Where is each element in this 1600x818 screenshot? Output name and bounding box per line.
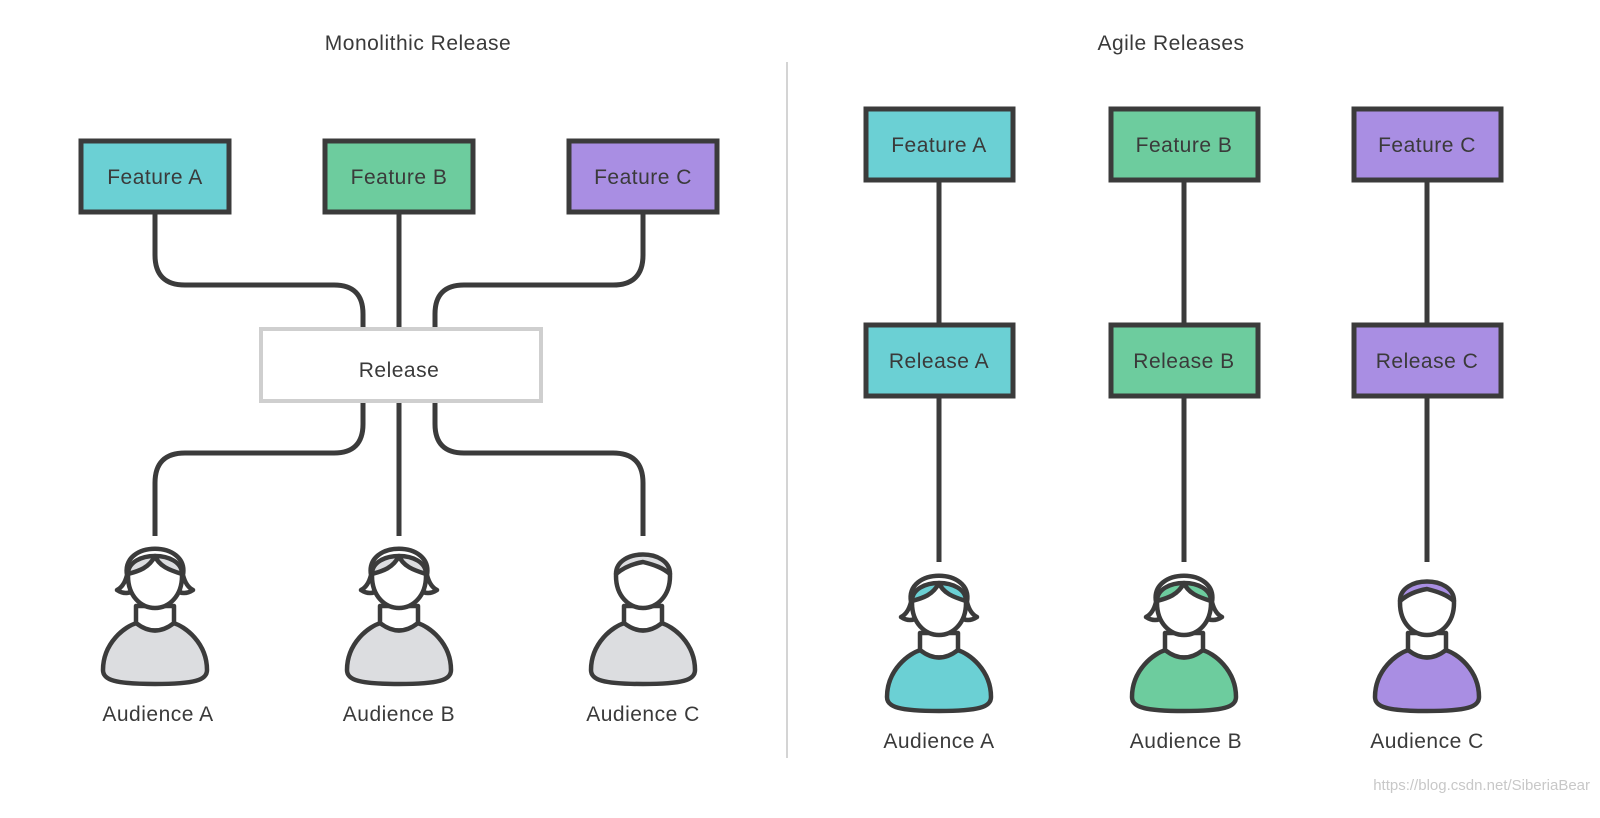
- mono-feature-a-box: Feature A: [78, 138, 232, 215]
- agile-audience-a-label: Audience A: [883, 730, 994, 753]
- person-male-icon: [591, 555, 695, 685]
- wire-release-audience-c: [432, 402, 646, 536]
- agile-feature-c-label: Feature C: [1378, 134, 1476, 157]
- agile-release-a-box: Release A: [863, 322, 1016, 399]
- agile-release-b-box: Release B: [1108, 322, 1261, 399]
- agile-release-c-label: Release C: [1376, 350, 1479, 373]
- mono-release-box: Release: [259, 327, 543, 403]
- agile-release-c-box: Release C: [1351, 322, 1504, 399]
- agile-feature-a-label: Feature A: [891, 134, 987, 157]
- wire-feature-c-release: [432, 212, 646, 329]
- mono-feature-b-box: Feature B: [322, 138, 476, 215]
- agile-title: Agile Releases: [1097, 32, 1244, 55]
- agile-feature-b-label: Feature B: [1136, 134, 1233, 157]
- mono-feature-c-box: Feature C: [566, 138, 720, 215]
- mono-audience-b-label: Audience B: [343, 703, 455, 726]
- agile-feature-b-box: Feature B: [1108, 106, 1261, 183]
- agile-feature-c-box: Feature C: [1351, 106, 1504, 183]
- agile-audience-c-label: Audience C: [1370, 730, 1484, 753]
- mono-release-label: Release: [359, 359, 440, 382]
- mono-feature-b-label: Feature B: [351, 166, 448, 189]
- person-female-icon: [1132, 576, 1236, 711]
- agile-feature-a-box: Feature A: [863, 106, 1016, 183]
- agile-release-b-label: Release B: [1133, 350, 1234, 373]
- monolithic-title: Monolithic Release: [325, 32, 511, 55]
- mono-audience-a-label: Audience A: [102, 703, 213, 726]
- person-female-icon: [887, 576, 991, 711]
- agile-release-a-label: Release A: [889, 350, 989, 373]
- mono-feature-a-label: Feature A: [107, 166, 203, 189]
- person-female-icon: [347, 549, 451, 684]
- wire-release-audience-a: [152, 402, 366, 536]
- wire-feature-a-release: [152, 212, 366, 329]
- agile-audience-b-label: Audience B: [1130, 730, 1242, 753]
- person-male-icon: [1375, 582, 1479, 712]
- mono-audience-c-label: Audience C: [586, 703, 700, 726]
- person-female-icon: [103, 549, 207, 684]
- mono-feature-c-label: Feature C: [594, 166, 692, 189]
- watermark-text: https://blog.csdn.net/SiberiaBear: [1373, 777, 1590, 794]
